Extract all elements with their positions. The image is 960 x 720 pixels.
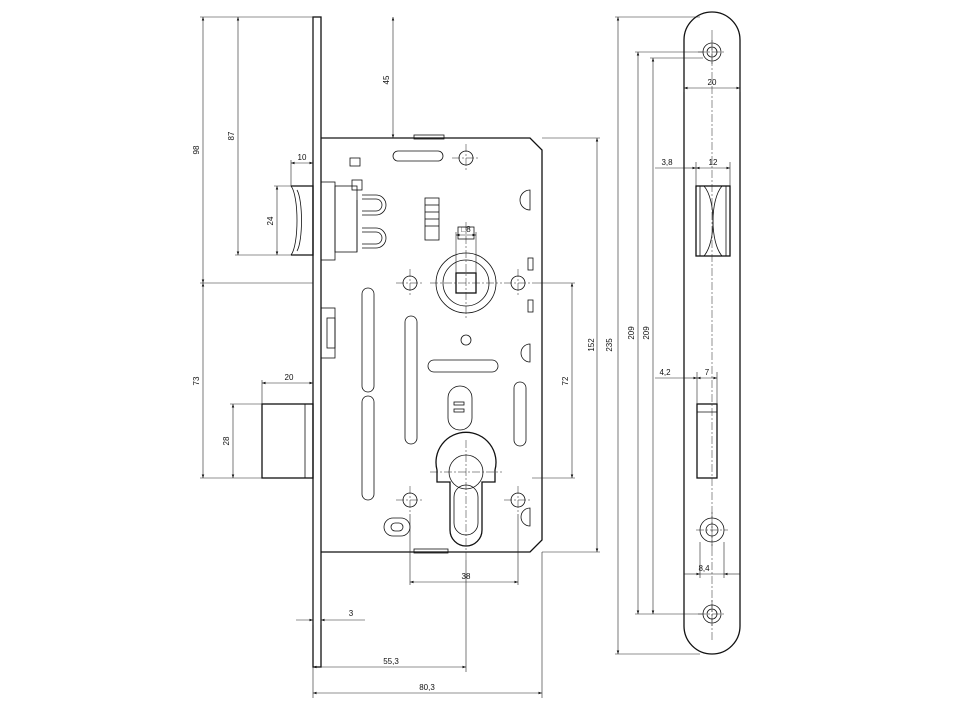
dim-209-a: 209: [627, 326, 636, 340]
faceplate-outline: [683, 11, 741, 655]
dim-3: 3: [349, 609, 354, 618]
forend-stop: [320, 307, 336, 359]
fixing-hole-right-low: [504, 486, 532, 514]
spring-lower: [362, 227, 387, 249]
spindle-follower: [430, 222, 502, 320]
slot-left-lower: [361, 395, 375, 501]
dim-55-3: 55,3: [383, 657, 399, 666]
small-hole: [460, 334, 472, 346]
dim-87: 87: [227, 131, 236, 140]
dim-235: 235: [605, 338, 614, 352]
fixing-hole-right-mid: [504, 269, 532, 297]
fixing-hole-left-low: [396, 486, 424, 514]
dim-24: 24: [266, 216, 275, 225]
dim-28: 28: [222, 436, 231, 445]
dim-3-8: 3,8: [661, 158, 673, 167]
fixing-hole-left-mid: [396, 269, 424, 297]
forend-plate-front-view: [683, 11, 741, 655]
dim-72: 72: [561, 376, 570, 385]
case-top-slot: [413, 134, 445, 140]
dim-38: 38: [462, 572, 471, 581]
deadbolt-opening: [696, 403, 718, 479]
case-bottom-slot: [413, 548, 449, 554]
slot-left-upper: [361, 287, 375, 393]
dim-10: 10: [298, 153, 307, 162]
roller-latch-opening: [695, 185, 731, 257]
dead-bolt: [261, 403, 314, 479]
dim-98: 98: [192, 145, 201, 154]
horizontal-slot: [427, 359, 499, 373]
lock-body-side-view: [261, 16, 543, 668]
dim-7: 7: [705, 368, 710, 377]
dim-80-3: 80,3: [419, 683, 435, 692]
dim-4-2: 4,2: [659, 368, 671, 377]
dim-sq8: □8: [461, 225, 471, 234]
lock-case-outline: [321, 137, 543, 553]
dim-12: 12: [709, 158, 718, 167]
top-long-slot: [392, 150, 444, 162]
bottom-oval: [383, 517, 411, 537]
fixing-hole-top: [452, 144, 480, 172]
roller-bolt: [290, 179, 363, 261]
dimension-labels-left: 98 87 45 10 24 □8 152 235 72 73 20 28 38…: [192, 75, 614, 692]
dim-152: 152: [587, 338, 596, 352]
slot-mid-right: [513, 381, 527, 447]
dim-73: 73: [192, 376, 201, 385]
dim-8-4: 8,4: [698, 564, 710, 573]
profile-cylinder-cutout: [430, 431, 502, 560]
slot-mid-left: [404, 315, 418, 445]
dimension-lines-right: [615, 16, 741, 655]
dim-20-latch: 20: [285, 373, 294, 382]
dim-209-b: 209: [642, 326, 651, 340]
forend-plate: [312, 16, 322, 668]
dimension-lines-left: [200, 16, 600, 698]
dim-45: 45: [382, 75, 391, 84]
detent-block: [424, 197, 440, 241]
dim-20-plate: 20: [708, 78, 717, 87]
dimension-labels-right: 20 3,8 12 209 209 4,2 7 8,4: [627, 78, 718, 573]
spring-upper: [362, 194, 387, 216]
oval-indicator: [447, 385, 473, 431]
